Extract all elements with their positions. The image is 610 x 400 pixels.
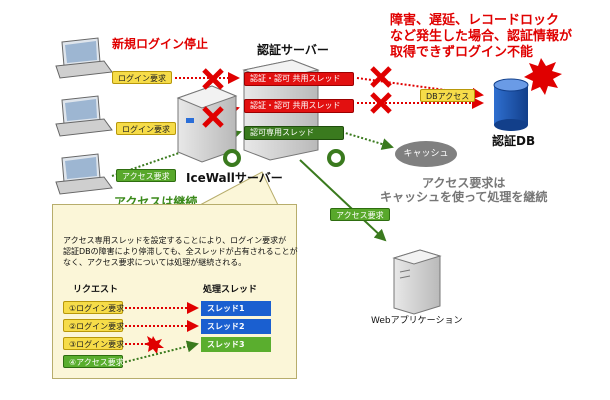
- thread-slot-3: スレッド3: [201, 337, 271, 352]
- shared-thread-1: 認証・認可 共用スレッド: [244, 72, 354, 86]
- request-item-1: ①ログイン要求: [63, 301, 124, 314]
- cache-note-line-1: アクセス要求は: [422, 176, 506, 190]
- laptop-icon-2: [55, 95, 113, 137]
- green-ring-1: [223, 149, 241, 167]
- shared-thread-2: 認証・認可 共用スレッド: [244, 99, 354, 113]
- new-login-stopped-label: 新規ログイン停止: [112, 37, 209, 51]
- access-only-thread: 認可専用スレッド: [244, 126, 344, 140]
- laptop-icon-1: [55, 37, 113, 79]
- db-failure-note-line-2: など発生した場合、認証情報が: [390, 29, 573, 44]
- callout-box: アクセス専用スレッドを設定することにより、ログイン要求が 認証DBの障害により停…: [52, 204, 298, 379]
- cache-oval: キャッシュ: [395, 141, 457, 167]
- thread-slot-2: スレッド2: [201, 319, 271, 334]
- thread-slot-1: スレッド1: [201, 301, 271, 316]
- callout-text-line-3: なく、アクセス要求については処理が継続される。: [63, 258, 247, 267]
- auth-server-title: 認証サーバー: [257, 43, 329, 57]
- request-item-2: ②ログイン要求: [63, 319, 124, 332]
- callout-text-line-1: アクセス専用スレッドを設定することにより、ログイン要求が: [63, 236, 287, 245]
- db-access-tag: DBアクセス: [420, 89, 476, 102]
- callout-arrows: [124, 302, 199, 363]
- green-ring-2: [327, 149, 345, 167]
- db-failure-note-line-1: 障害、遅延、レコードロック: [390, 13, 560, 28]
- threads-header: 処理スレッド: [203, 285, 258, 295]
- web-server-icon: [392, 249, 442, 315]
- db-failure-note: 障害、遅延、レコードロック など発生した場合、認証情報が 取得できずログイン不能: [390, 13, 572, 61]
- cache-note: アクセス要求は キャッシュを使って処理を継続: [380, 176, 547, 204]
- db-failure-note-line-3: 取得できずログイン不能: [390, 45, 534, 60]
- callout-text-line-2: 認証DBの障害により停滞しても、全スレッドが占有されることが: [63, 247, 298, 256]
- callout-text: アクセス専用スレッドを設定することにより、ログイン要求が 認証DBの障害により停…: [63, 235, 298, 268]
- login-request-tag-2: ログイン要求: [116, 122, 176, 135]
- laptop-icon-3: [55, 153, 113, 195]
- callout-burst-icon: [144, 336, 164, 354]
- cache-arrow: [341, 131, 394, 150]
- web-app-label: Webアプリケーション: [371, 316, 463, 326]
- x-mark-icon-2: [202, 106, 224, 128]
- web-access-request-tag: アクセス要求: [330, 208, 390, 221]
- auth-db-label: 認証DB: [492, 134, 536, 148]
- x-mark-icon-3: [370, 66, 392, 88]
- web-arrow: [299, 159, 387, 242]
- cache-note-line-2: キャッシュを使って処理を継続: [380, 190, 548, 204]
- callout-arrow-4: [124, 340, 199, 363]
- request-item-3: ③ログイン要求: [63, 337, 124, 350]
- database-icon: [493, 78, 529, 131]
- access-request-tag: アクセス要求: [116, 169, 176, 182]
- login-request-tag-1: ログイン要求: [112, 71, 172, 84]
- icewall-server-label: IceWallサーバー: [186, 171, 283, 185]
- burst-icon: [524, 58, 562, 95]
- request-item-4: ④アクセス要求: [63, 355, 124, 368]
- x-mark-icon-1: [202, 68, 224, 90]
- requests-header: リクエスト: [73, 285, 119, 295]
